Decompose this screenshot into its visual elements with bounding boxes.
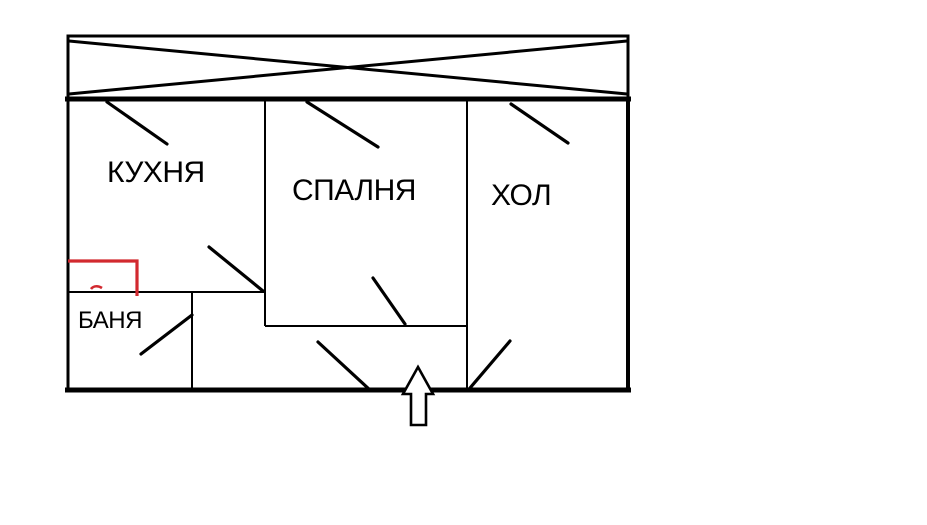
red-corner-line bbox=[68, 259, 139, 296]
balcony-outline bbox=[66, 34, 630, 97]
door-kitchen bbox=[105, 100, 169, 146]
room-label-hall: ХОЛ bbox=[491, 179, 551, 212]
red-small-mark bbox=[89, 284, 103, 290]
door-marks bbox=[105, 100, 570, 392]
room-label-bedroom: СПАЛНЯ bbox=[292, 174, 416, 207]
entrance-arrow-icon bbox=[400, 364, 436, 427]
room-label-kitchen: КУХНЯ bbox=[107, 156, 205, 189]
door-bath bbox=[139, 313, 194, 356]
door-kitchen-corridor bbox=[207, 245, 265, 293]
door-bedroom-top bbox=[305, 100, 380, 149]
red-annotation bbox=[68, 259, 139, 296]
door-entrance-swing bbox=[468, 339, 512, 390]
room-label-bath: БАНЯ bbox=[78, 307, 142, 334]
balcony-section bbox=[66, 34, 630, 97]
door-bedroom-bottom bbox=[371, 276, 407, 326]
door-corridor-bottom bbox=[316, 340, 372, 392]
interior-walls bbox=[68, 101, 468, 390]
balcony-cross-line-2 bbox=[68, 39, 628, 96]
door-hall-top bbox=[509, 102, 570, 145]
outer-walls bbox=[65, 96, 631, 393]
